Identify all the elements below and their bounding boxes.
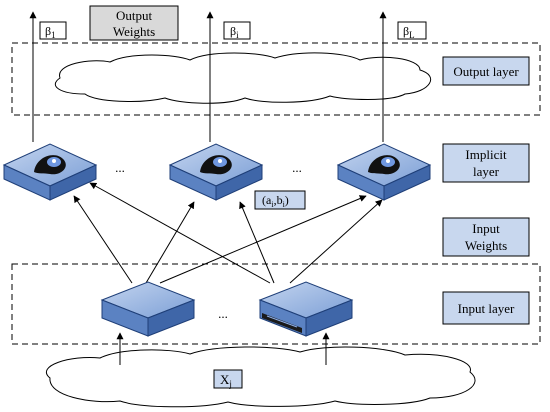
ai-bi-close: ) [285, 193, 289, 207]
ai-bi-open: (a [262, 193, 272, 207]
svg-text:Xj: Xj [220, 372, 232, 389]
beta-L-symbol: β [403, 24, 409, 38]
weight-arrow-1 [73, 195, 133, 284]
input-node-1 [100, 281, 196, 337]
xj-main: X [220, 372, 230, 387]
implicit-ellipsis-1: ... [115, 160, 125, 175]
beta-1-symbol: β [45, 24, 51, 38]
implicit-layer-label-line2: layer [473, 164, 500, 179]
output-layer-label-box: Output layer [442, 56, 530, 86]
bi-subscript: i [283, 200, 286, 209]
output-weights-box: Output Weights [89, 5, 179, 41]
router-eye-icon [368, 155, 400, 175]
input-node-2 [258, 281, 354, 337]
implicit-layer-label-line1: Implicit [465, 147, 507, 162]
svg-text:βL: βL [403, 24, 415, 40]
implicit-layer-label-box: Implicit layer [442, 143, 530, 183]
output-layer-box [11, 42, 541, 116]
beta-L-subscript: L [409, 30, 415, 40]
beta-L-box: βL [397, 21, 427, 40]
input-cloud [46, 346, 476, 408]
implicit-node-1 [2, 143, 98, 201]
ai-subscript: i [271, 200, 274, 209]
implicit-ellipsis-2: ... [292, 160, 302, 175]
input-layer-box [11, 263, 541, 345]
implicit-node-i [168, 143, 264, 201]
beta-1-subscript: 1 [51, 30, 56, 40]
weight-arrow-3 [159, 195, 367, 284]
router-eye-icon [200, 155, 232, 175]
output-layer-label: Output layer [453, 64, 519, 79]
weight-arrow-2 [145, 201, 195, 284]
svg-text:β1: β1 [45, 24, 56, 40]
input-ellipsis: ... [218, 306, 228, 321]
weight-arrow-4 [89, 182, 271, 284]
svg-text:(ai,bi): (ai,bi) [262, 193, 289, 209]
output-weights-line2: Weights [113, 24, 155, 39]
input-weights-label-line2: Weights [465, 238, 507, 253]
network-switch-icon [262, 313, 302, 333]
xj-subscript: j [228, 379, 232, 389]
xj-box: Xj [213, 369, 243, 389]
beta-1-box: β1 [39, 21, 67, 40]
router-eye-icon [34, 155, 66, 175]
beta-i-subscript: i [236, 30, 239, 40]
input-layer-label: Input layer [458, 301, 515, 316]
weight-arrow-5 [239, 201, 275, 284]
input-layer-label-box: Input layer [442, 291, 530, 325]
ai-bi-comma: ,b [274, 193, 283, 207]
ai-bi-box: (ai,bi) [254, 190, 306, 210]
implicit-node-L [336, 143, 432, 201]
input-weights-label-line1: Input [472, 221, 500, 236]
svg-text:βi: βi [230, 24, 239, 40]
beta-i-box: βi [223, 21, 251, 40]
output-weights-line1: Output [116, 8, 153, 23]
weight-arrow-6 [289, 199, 383, 284]
beta-i-symbol: β [230, 24, 236, 38]
input-weights-label-box: Input Weights [442, 217, 530, 257]
output-cloud [54, 52, 432, 104]
